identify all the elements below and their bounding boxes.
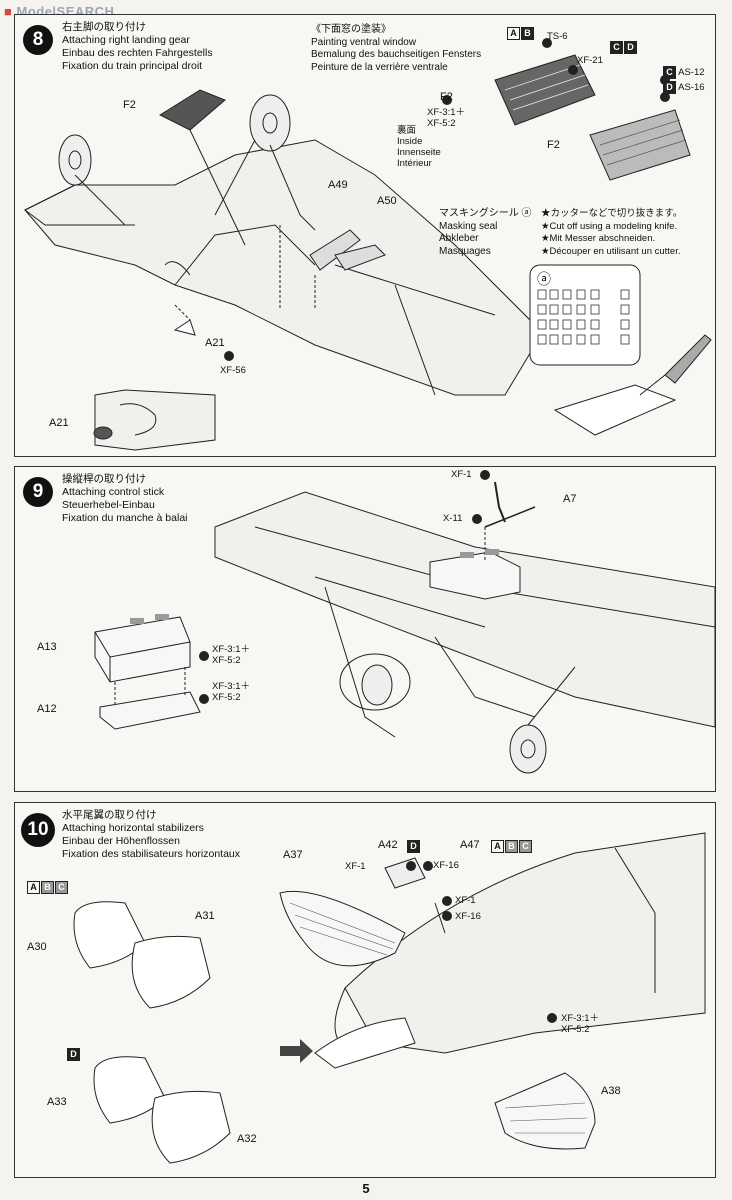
paint-xf16-a47: XF-16 xyxy=(455,911,481,922)
paint-xf1-a47: XF-1 xyxy=(455,895,476,906)
cut-note: ★カッターなどで切り抜きます。 ★Cut off using a modelin… xyxy=(541,208,683,257)
paint-xf16-a42: XF-16 xyxy=(433,860,459,871)
label-a21-inset: A21 xyxy=(49,417,69,429)
label-a30: A30 xyxy=(27,941,47,953)
label-a33: A33 xyxy=(47,1096,67,1108)
masking-seal-label: マスキングシール ⓐ Masking seal Abkleber Masquag… xyxy=(439,208,532,257)
step-title: 水平尾翼の取り付け Attaching horizontal stabilize… xyxy=(62,809,241,860)
step-number: 10 xyxy=(21,813,55,847)
paint-a12: XF-3:1＋ XF-5:2 xyxy=(212,681,251,703)
inside-label: 裏面 Inside Innenseite Intérieur xyxy=(397,125,441,169)
label-a42: A42 xyxy=(378,839,398,851)
paint-fuselage: XF-3:1＋ XF-5:2 xyxy=(561,1013,600,1035)
page-number: 5 xyxy=(362,1181,370,1196)
step-9-illustration xyxy=(94,470,716,774)
step-title: 操縦桿の取り付け Attaching control stick Steuerh… xyxy=(62,473,188,524)
label-a21: A21 xyxy=(205,337,225,349)
paint-as12: C AS-12 xyxy=(663,66,705,79)
paint-xf1-a42: XF-1 xyxy=(345,861,366,872)
paint-xf56: XF-56 xyxy=(220,365,246,376)
paint-window-heading: 《下面窓の塗装》 Painting ventral window Bemalun… xyxy=(311,24,482,73)
label-a31: A31 xyxy=(195,910,215,922)
label-a49: A49 xyxy=(328,179,348,191)
label-a12: A12 xyxy=(37,703,57,715)
seal-a-marker: ⓐ xyxy=(537,271,551,287)
paint-a13: XF-3:1＋ XF-5:2 xyxy=(212,644,251,666)
paint-inside: XF-3:1＋ XF-5:2 xyxy=(427,107,466,129)
label-a50: A50 xyxy=(377,195,397,207)
label-a47: A47 xyxy=(460,839,480,851)
label-a32: A32 xyxy=(237,1133,257,1145)
paint-ts6: TS-6 xyxy=(547,31,568,42)
step-number: 9 xyxy=(23,477,53,507)
paint-xf1: XF-1 xyxy=(451,469,472,480)
step-8-panel: 8 右主脚の取り付け Attaching right landing gear … xyxy=(14,14,716,457)
label-a7: A7 xyxy=(563,493,577,505)
label-a37: A37 xyxy=(283,849,303,861)
step-title: 右主脚の取り付け Attaching right landing gear Ei… xyxy=(62,21,213,72)
step-9-panel: 9 操縦桿の取り付け Attaching control stick Steue… xyxy=(14,466,716,792)
paint-x11: X-11 xyxy=(443,513,463,524)
version-tag-a42-d: D xyxy=(407,840,420,853)
step-number: 8 xyxy=(23,25,53,55)
step-10-illustration xyxy=(73,832,706,1164)
label-a13: A13 xyxy=(37,641,57,653)
label-f2-window-2: F2 xyxy=(547,139,560,151)
label-f2: F2 xyxy=(123,99,136,111)
paint-as16: D AS-16 xyxy=(663,81,705,94)
paint-xf21: XF-21 xyxy=(577,55,603,66)
label-f2-window: F2 xyxy=(440,91,453,103)
step-8-illustration xyxy=(24,38,712,451)
version-tag-d: D xyxy=(67,1048,80,1061)
label-a38: A38 xyxy=(601,1085,621,1097)
step-10-panel: 10 水平尾翼の取り付け Attaching horizontal stabil… xyxy=(14,802,716,1178)
